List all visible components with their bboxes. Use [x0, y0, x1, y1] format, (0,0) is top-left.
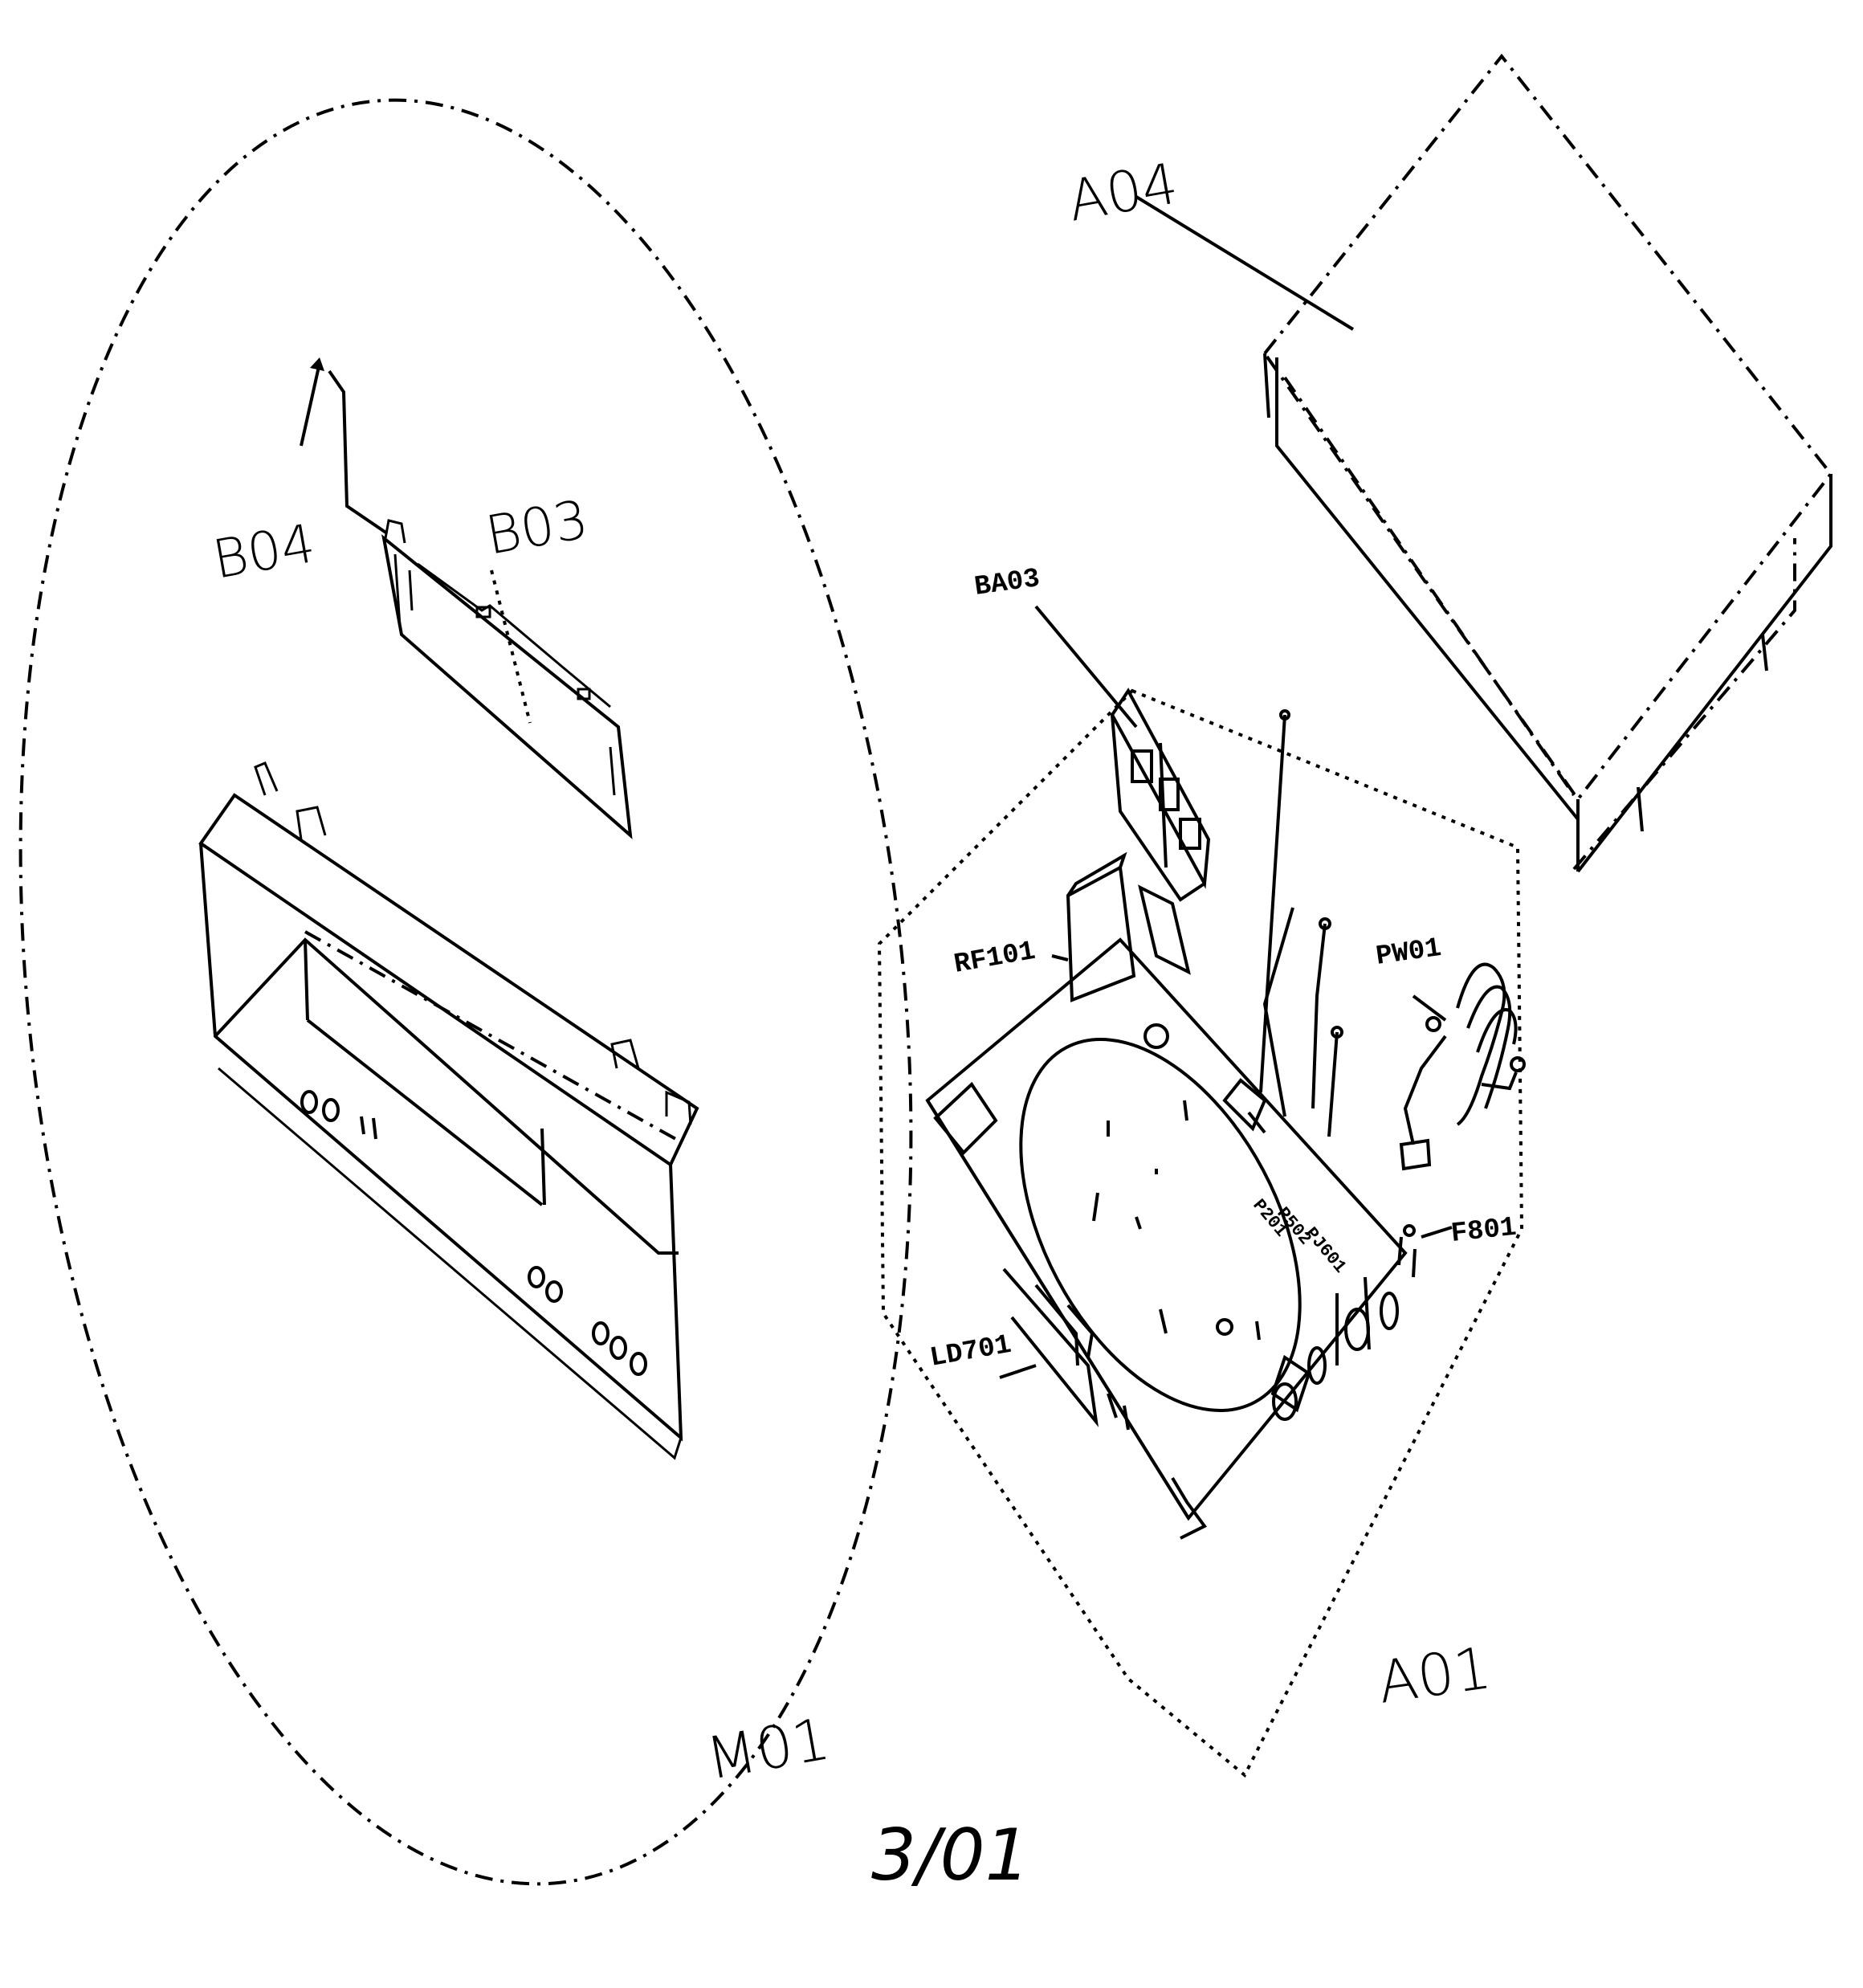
f801-fuse	[1397, 1224, 1453, 1278]
label-rf101: RF101	[952, 937, 1037, 981]
label-m01: M01	[701, 1704, 834, 1792]
label-a01: A01	[1374, 1634, 1495, 1717]
rf101-modulator	[1051, 851, 1136, 1002]
label-ba03: BA03	[972, 564, 1042, 603]
label-leaders	[999, 605, 1138, 1379]
label-pj601: PJ601	[1301, 1223, 1351, 1277]
label-b04: B04	[208, 512, 320, 591]
part-labels: B04 B03 A04 BA03 RF101 PW01 F801 LD701 P…	[208, 150, 1518, 1793]
label-ld701: LD701	[927, 1330, 1013, 1374]
board-cables	[1259, 709, 1343, 1137]
b04-leader	[300, 357, 389, 535]
label-f801: F801	[1449, 1213, 1518, 1250]
b03-board	[381, 519, 633, 839]
page-number: 3/01	[871, 1814, 1030, 1896]
m01-boundary	[18, 98, 913, 1886]
a01-boundary	[877, 688, 1524, 1778]
a04-cover	[1135, 53, 1833, 873]
label-a04: A04	[1063, 150, 1183, 235]
a01-main-board	[925, 937, 1408, 1540]
label-b03: B03	[481, 488, 593, 567]
ba03-connector	[1110, 688, 1211, 1049]
front-panel	[198, 761, 699, 1460]
label-pw01: PW01	[1374, 933, 1443, 973]
pw01-power-cord	[1399, 962, 1526, 1171]
